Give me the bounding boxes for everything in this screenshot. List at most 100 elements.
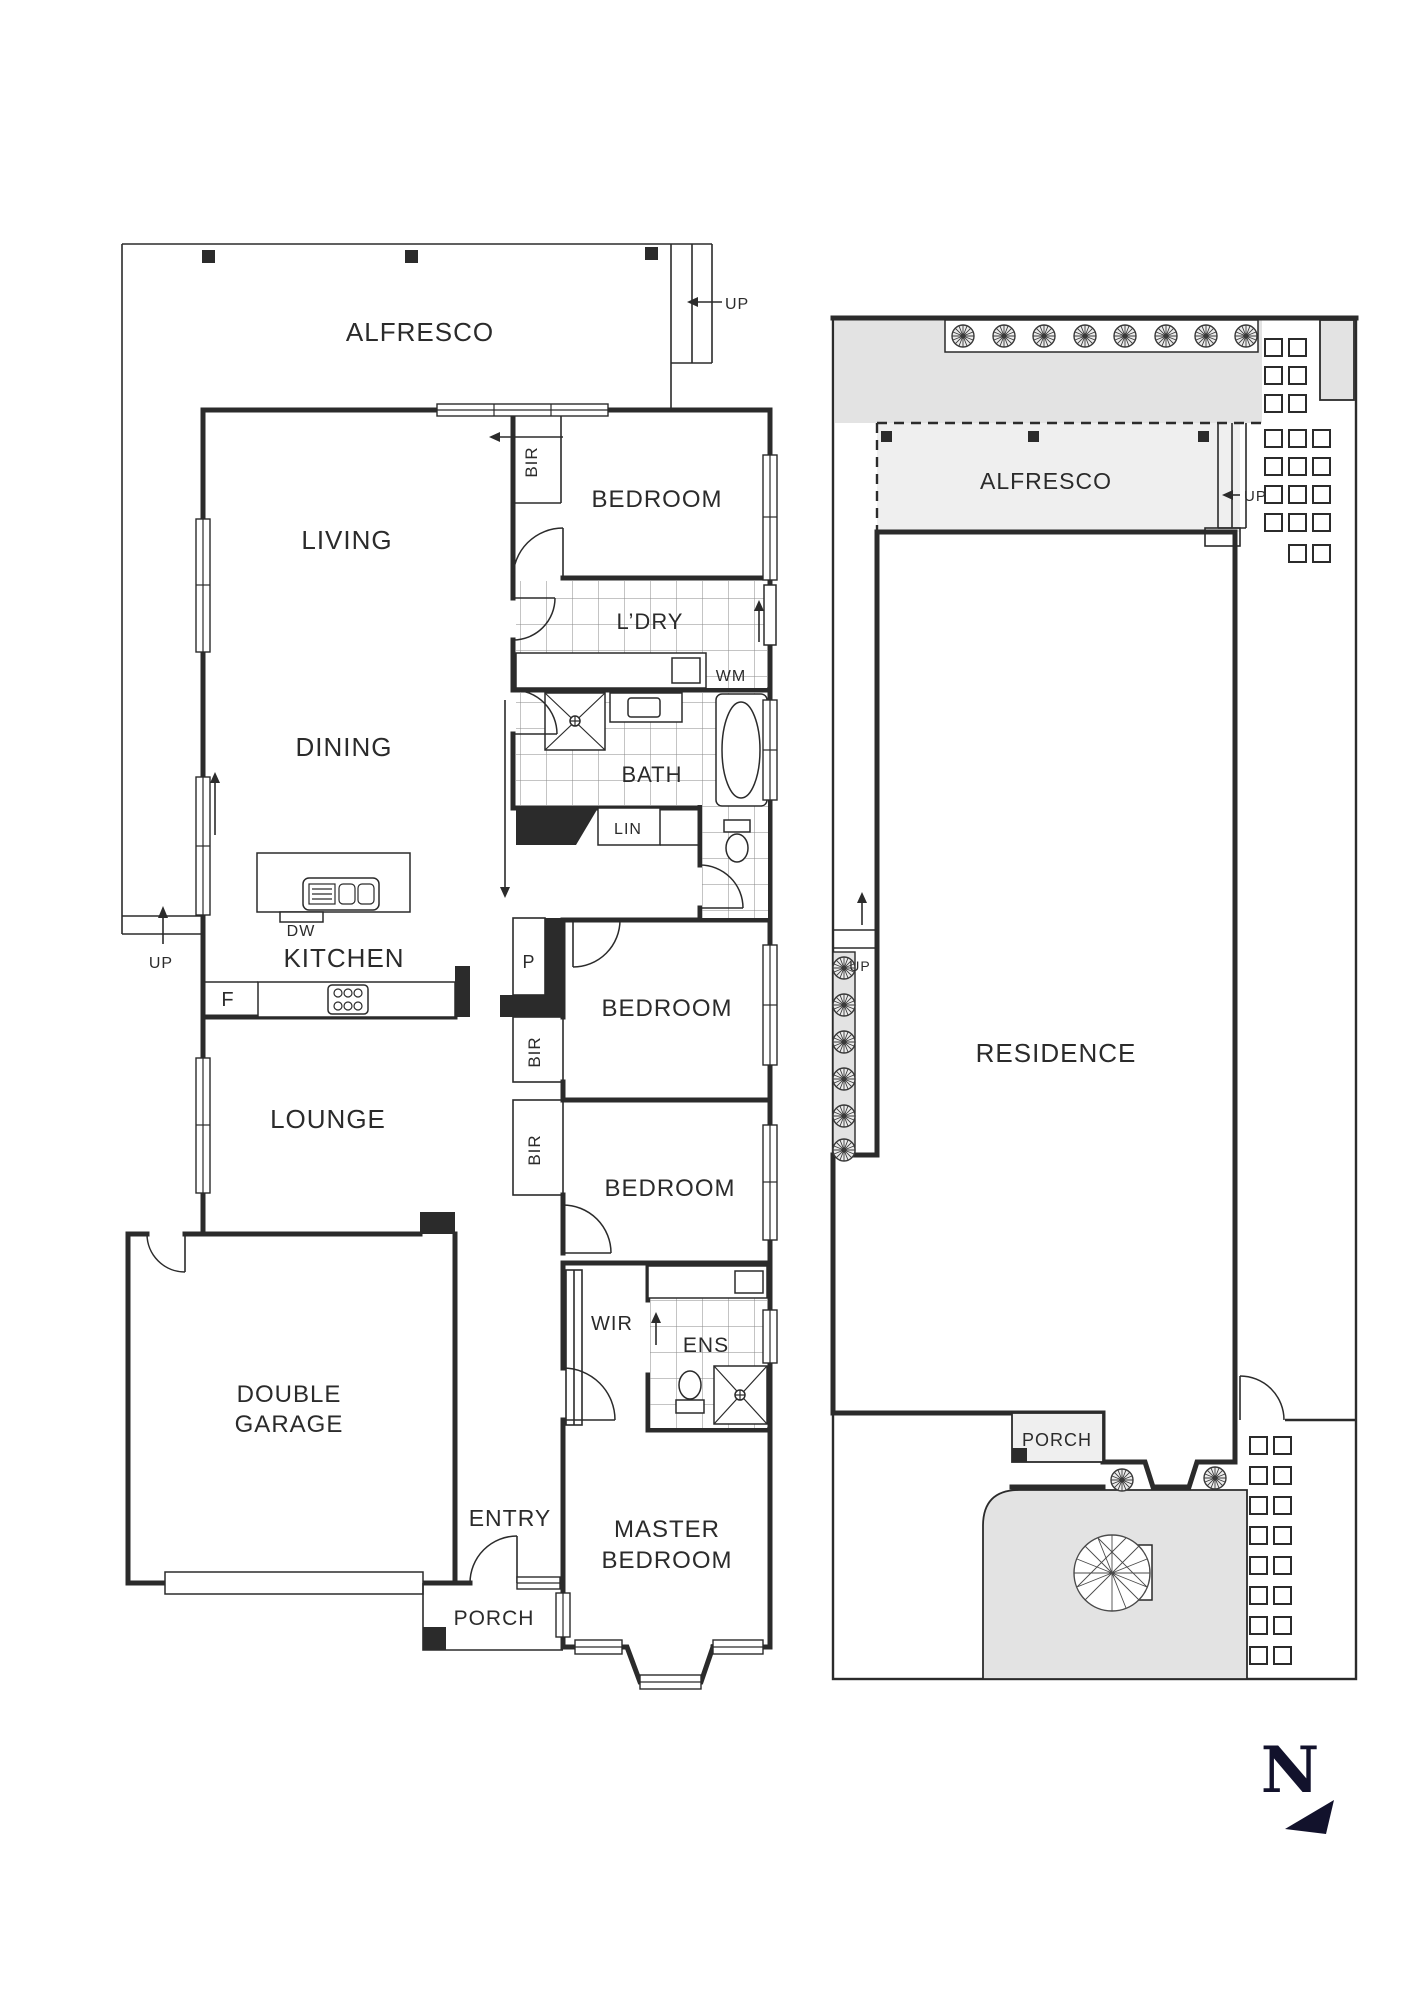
- shower-icon: [544, 692, 606, 751]
- porch-label: PORCH: [454, 1607, 535, 1630]
- up-arrow-icon: [158, 906, 168, 918]
- tree-icon: [832, 1030, 856, 1054]
- garage-label-line1: DOUBLE: [237, 1381, 342, 1408]
- tree-icon: [951, 324, 975, 348]
- deck-post-icon: [1028, 431, 1039, 442]
- window: [516, 1576, 561, 1590]
- washing-machine-icon: [671, 657, 701, 684]
- master-label-line2: BEDROOM: [601, 1547, 732, 1574]
- pantry-label: P: [522, 952, 535, 972]
- lin-label: LIN: [614, 821, 642, 838]
- site-porch-label: PORCH: [1022, 1430, 1092, 1450]
- tree-icon: [1203, 1466, 1227, 1490]
- up-arrow-icon: [1222, 490, 1233, 500]
- wir-label: WIR: [591, 1313, 633, 1335]
- tree-icon: [1073, 1534, 1151, 1612]
- cooktop-icon: [327, 984, 369, 1015]
- toilet-icon: [723, 819, 751, 863]
- window: [195, 776, 211, 916]
- window: [195, 1057, 211, 1194]
- pantry-closet: [512, 917, 546, 996]
- lounge-label: LOUNGE: [270, 1104, 386, 1134]
- up-label: UP: [725, 296, 749, 313]
- garage-door: [164, 1571, 424, 1595]
- tree-icon: [1073, 324, 1097, 348]
- site-alfresco-label: ALFRESCO: [980, 468, 1112, 494]
- garage-label-line2: GARAGE: [235, 1411, 344, 1438]
- shower-icon: [713, 1365, 768, 1425]
- deck-post-icon: [881, 431, 892, 442]
- deck-post-icon: [1198, 431, 1209, 442]
- window: [762, 1309, 778, 1364]
- window: [574, 1639, 623, 1655]
- bir-label: BIR: [522, 446, 541, 477]
- tree-icon: [1194, 324, 1218, 348]
- window: [762, 944, 778, 1066]
- up-arrow-icon: [857, 892, 867, 903]
- basin-icon: [734, 1270, 764, 1294]
- compass: N: [1261, 1733, 1334, 1834]
- windows: [195, 454, 778, 1690]
- side-gate: [1239, 1375, 1356, 1422]
- dishwasher: [279, 911, 324, 923]
- bir-label: BIR: [525, 1134, 544, 1165]
- closets: [512, 413, 583, 1426]
- residence-outline: [830, 529, 1238, 1490]
- alfresco-label: ALFRESCO: [346, 317, 494, 347]
- window: [762, 454, 778, 581]
- side-walkway: [832, 892, 877, 1162]
- tree-icon: [1113, 324, 1137, 348]
- kitchen-label: KITCHEN: [283, 943, 404, 973]
- living-label: LIVING: [301, 525, 392, 555]
- dw-label: DW: [287, 923, 316, 940]
- stepping-stones: [1249, 338, 1331, 1665]
- fridge-label: F: [221, 989, 234, 1011]
- slide-arrow-icon: [489, 432, 500, 442]
- bedroom-label: BEDROOM: [591, 486, 722, 513]
- site-porch: [1011, 1412, 1104, 1463]
- toilet-icon: [675, 1370, 705, 1414]
- up-arrow-icon: [687, 297, 698, 307]
- window: [195, 518, 211, 653]
- basin-icon: [627, 697, 661, 718]
- kitchen-fixtures: [203, 852, 456, 1018]
- bathtub-icon: [715, 693, 768, 807]
- site-up-label: UP: [849, 958, 870, 974]
- circulation-arrows: [210, 700, 510, 898]
- window: [555, 1592, 571, 1638]
- tree-icon: [1154, 324, 1178, 348]
- bedroom-label: BEDROOM: [601, 995, 732, 1022]
- window: [762, 699, 778, 801]
- up-arrow-icon: [210, 772, 220, 783]
- hedge-row: [944, 319, 1259, 353]
- up-label: UP: [149, 955, 173, 972]
- tree-icon: [832, 1138, 856, 1162]
- bath-label: BATH: [621, 762, 682, 787]
- tree-icon: [992, 324, 1016, 348]
- tree-icon: [832, 993, 856, 1017]
- deck-post-icon: [202, 250, 215, 263]
- site-plan: ALFRESCO UP RESIDENCE PORCH UP: [830, 315, 1359, 1681]
- wir-robe: [565, 1269, 583, 1426]
- up-arrow-icon: [754, 600, 764, 611]
- alfresco-deck: [121, 243, 722, 944]
- tree-icon: [1032, 324, 1056, 348]
- laundry-label: L’DRY: [617, 609, 684, 634]
- bir-closet: [512, 1016, 564, 1083]
- bedroom-label: BEDROOM: [604, 1175, 735, 1202]
- wm-label: WM: [716, 668, 746, 685]
- north-arrow-icon: [1285, 1800, 1334, 1834]
- ens-label: ENS: [683, 1334, 729, 1357]
- bir-label: BIR: [525, 1036, 544, 1067]
- master-label-line1: MASTER: [614, 1516, 720, 1543]
- bath-fixtures: [544, 692, 768, 863]
- window: [712, 1639, 764, 1655]
- deck-post-icon: [645, 247, 658, 260]
- linen-closet: [597, 807, 661, 846]
- dining-label: DINING: [296, 732, 393, 762]
- bir-closet: [512, 1099, 564, 1196]
- doors: [146, 403, 744, 1584]
- site-up-label: UP: [1244, 488, 1267, 505]
- up-arrow-icon: [651, 1312, 661, 1323]
